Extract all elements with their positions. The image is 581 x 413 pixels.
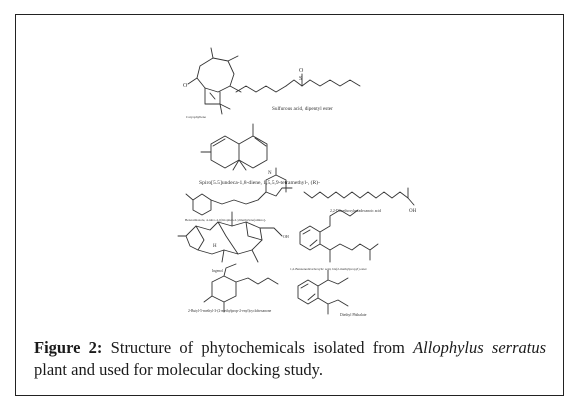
compound-label-dipentyl-sulfite: Sulfurous acid, dipentyl ester bbox=[272, 105, 333, 112]
atom-label-oh: OH bbox=[409, 209, 417, 214]
caption-text-before: Structure of phytochemicals isolated fro… bbox=[102, 338, 414, 357]
structure-caryophyllene bbox=[187, 47, 242, 115]
atom-label-o1: O bbox=[183, 83, 188, 89]
compound-label-benzothiazole: Benzothiazole, 4-nitro-2-[(thiophen-2-yl… bbox=[185, 218, 266, 223]
caption-label: Figure 2: bbox=[34, 338, 103, 357]
structure-diisobutyl-phthalate bbox=[299, 209, 379, 263]
compound-label-diethyl-phthalate: Diethyl Phthalate bbox=[340, 313, 367, 317]
structure-diethyl-phthalate bbox=[297, 269, 349, 315]
caption-text-after: plant and used for molecular docking stu… bbox=[34, 360, 323, 379]
caption-species: Allophylus serratus bbox=[413, 338, 546, 357]
atom-label-h1: H bbox=[213, 244, 217, 249]
structure-spiro-diene bbox=[200, 123, 268, 171]
atom-label-n: N bbox=[268, 171, 272, 176]
structure-benzothiazole bbox=[185, 167, 293, 216]
figure-frame bbox=[15, 14, 564, 396]
structure-ingenol bbox=[177, 211, 283, 263]
structure-hexadecanoic-acid bbox=[303, 187, 415, 206]
atom-label-s: S bbox=[299, 76, 302, 82]
atom-label-oh2: OH bbox=[283, 234, 289, 239]
compound-label-ingenol: Ingenol bbox=[212, 269, 223, 273]
structure-dipentyl-sulfite bbox=[235, 73, 361, 93]
compound-label-cyclohexanone: 2-Butyl-5-methyl-3-(2-methylprop-2-enyl)… bbox=[188, 309, 272, 313]
structure-cyclohexanone bbox=[203, 263, 279, 313]
compound-label-caryophyllene: Caryophyllene bbox=[186, 115, 206, 119]
figure-caption: Figure 2: Structure of phytochemicals is… bbox=[34, 337, 546, 381]
atom-label-o2: O bbox=[299, 68, 304, 74]
compound-label-diisobutyl-phthalate: 1,2-Benzenedicarboxylic acid, bis(2-meth… bbox=[290, 267, 368, 272]
compound-label-spiro-diene: Spiro[5.5]undeca-1,8-diene, 1,5,5,9-tetr… bbox=[199, 179, 320, 186]
